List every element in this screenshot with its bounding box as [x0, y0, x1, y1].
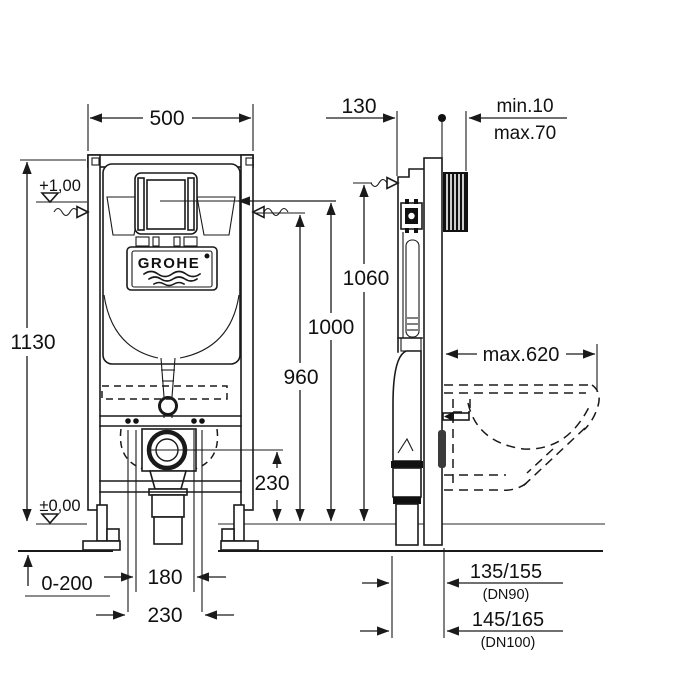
dim-side-depth: 130 — [326, 95, 446, 176]
registered-mark-dot — [204, 253, 210, 259]
dim-wc-depth-label: max.620 — [483, 344, 560, 366]
dim-wc-depth: max.620 — [445, 344, 598, 392]
water-connection-fitting — [400, 199, 423, 233]
rail-fixing-tab — [438, 430, 446, 468]
corner-screw-left — [91, 157, 100, 166]
dim-frame-height-label: 1130 — [10, 331, 55, 354]
squiggle-right — [263, 207, 289, 217]
brand-badge: GROHE — [126, 246, 218, 291]
dim-1000: 1000 — [160, 196, 355, 522]
brand-logo-text: GROHE — [138, 255, 201, 272]
side-rail — [423, 157, 443, 546]
wc-threaded-rod — [442, 411, 470, 422]
dim-dn90-sublabel: (DN90) — [483, 587, 530, 603]
dimensions: 500 1130 +1,00 ±0,00 — [10, 95, 598, 651]
pipe-joint-circle — [158, 396, 178, 416]
left-foot-plate — [82, 540, 121, 551]
dim-dn100-label: 145/165 — [472, 609, 544, 631]
dim-front-width-label: 500 — [149, 107, 184, 130]
left-foot-leg — [96, 504, 108, 542]
flush-pipe — [103, 294, 240, 418]
bolt-dot-2 — [133, 418, 139, 424]
dim-front-width: 500 — [87, 104, 254, 151]
dim-960: 960 — [255, 212, 319, 522]
side-view-frame — [391, 157, 470, 546]
dim-960-label: 960 — [283, 366, 318, 389]
right-foot-leg — [233, 504, 245, 542]
flush-plate-opening — [134, 172, 198, 247]
dim-bolt-spacing: 180 230 — [96, 430, 234, 627]
outlet-elbow-side — [391, 350, 423, 546]
side-outlet-stub — [395, 503, 419, 546]
service-opening-dashed — [101, 385, 228, 400]
dim-foot-range: 0-200 — [23, 554, 110, 597]
dim-1060-label: 1060 — [343, 267, 390, 290]
dim-foot-range-label: 0-200 — [41, 573, 92, 595]
right-foot-plate — [220, 540, 259, 551]
front-view-frame: GROHE — [82, 154, 283, 551]
cistern-recess-left — [106, 196, 142, 236]
dim-wall-thickness: min.10 max.70 — [465, 96, 567, 171]
side-profile-step — [397, 168, 425, 353]
flow-arrow — [397, 437, 414, 454]
level-mark-top: +1,00 — [36, 177, 87, 204]
dim-outlet-height-label: 230 — [254, 472, 289, 495]
dim-frame-height: 1130 — [10, 159, 86, 522]
flush-plate-housing-block — [443, 172, 468, 232]
dim-outlet-height: 230 — [254, 451, 290, 522]
frame-feet — [82, 480, 259, 551]
bolt-dot-4 — [199, 418, 205, 424]
level-zero-label: ±0,00 — [39, 497, 80, 515]
dim-dn90-label: 135/155 — [470, 561, 542, 583]
dim-1060: 1060 — [343, 182, 390, 522]
squiggle-side — [370, 178, 388, 188]
logo-wave-2 — [147, 276, 199, 282]
wall-surface-markers — [53, 176, 400, 219]
dim-bolt-outer-label: 230 — [147, 604, 182, 627]
dim-wall-max-label: max.70 — [494, 123, 556, 144]
level-triangle-zero — [40, 513, 60, 525]
level-top-label: +1,00 — [39, 177, 81, 195]
bolt-dot-3 — [191, 418, 197, 424]
bolt-dot-1 — [125, 418, 131, 424]
bowl-arc-right-dashed — [194, 428, 219, 470]
level-mark-zero: ±0,00 — [36, 497, 87, 525]
dim-1000-label: 1000 — [308, 316, 355, 339]
bowl-arc-left-dashed — [119, 428, 144, 470]
wc-fixing-rail — [99, 415, 242, 427]
logo-wave-3 — [152, 281, 186, 287]
outlet-stub — [153, 516, 183, 545]
dim-wall-min-label: min.10 — [496, 96, 553, 117]
dim-outlet-offsets: 135/155 (DN90) 145/165 (DN100) — [360, 548, 563, 651]
dim-reference-dot — [438, 114, 446, 122]
level-triangle-top — [40, 192, 60, 204]
cistern-side-profile — [397, 232, 423, 352]
cistern-recess-right — [196, 196, 236, 236]
logo-wave-1 — [142, 270, 202, 278]
frame-right-upright — [240, 154, 254, 511]
frame-left-upright — [87, 154, 101, 511]
dim-dn100-sublabel: (DN100) — [481, 635, 536, 651]
wc-bowl-dashed-outline — [444, 384, 600, 492]
squiggle-left — [53, 207, 79, 217]
dim-bolt-inner-label: 180 — [147, 566, 182, 589]
corner-screw-right — [245, 157, 254, 166]
dim-side-depth-label: 130 — [341, 95, 376, 118]
